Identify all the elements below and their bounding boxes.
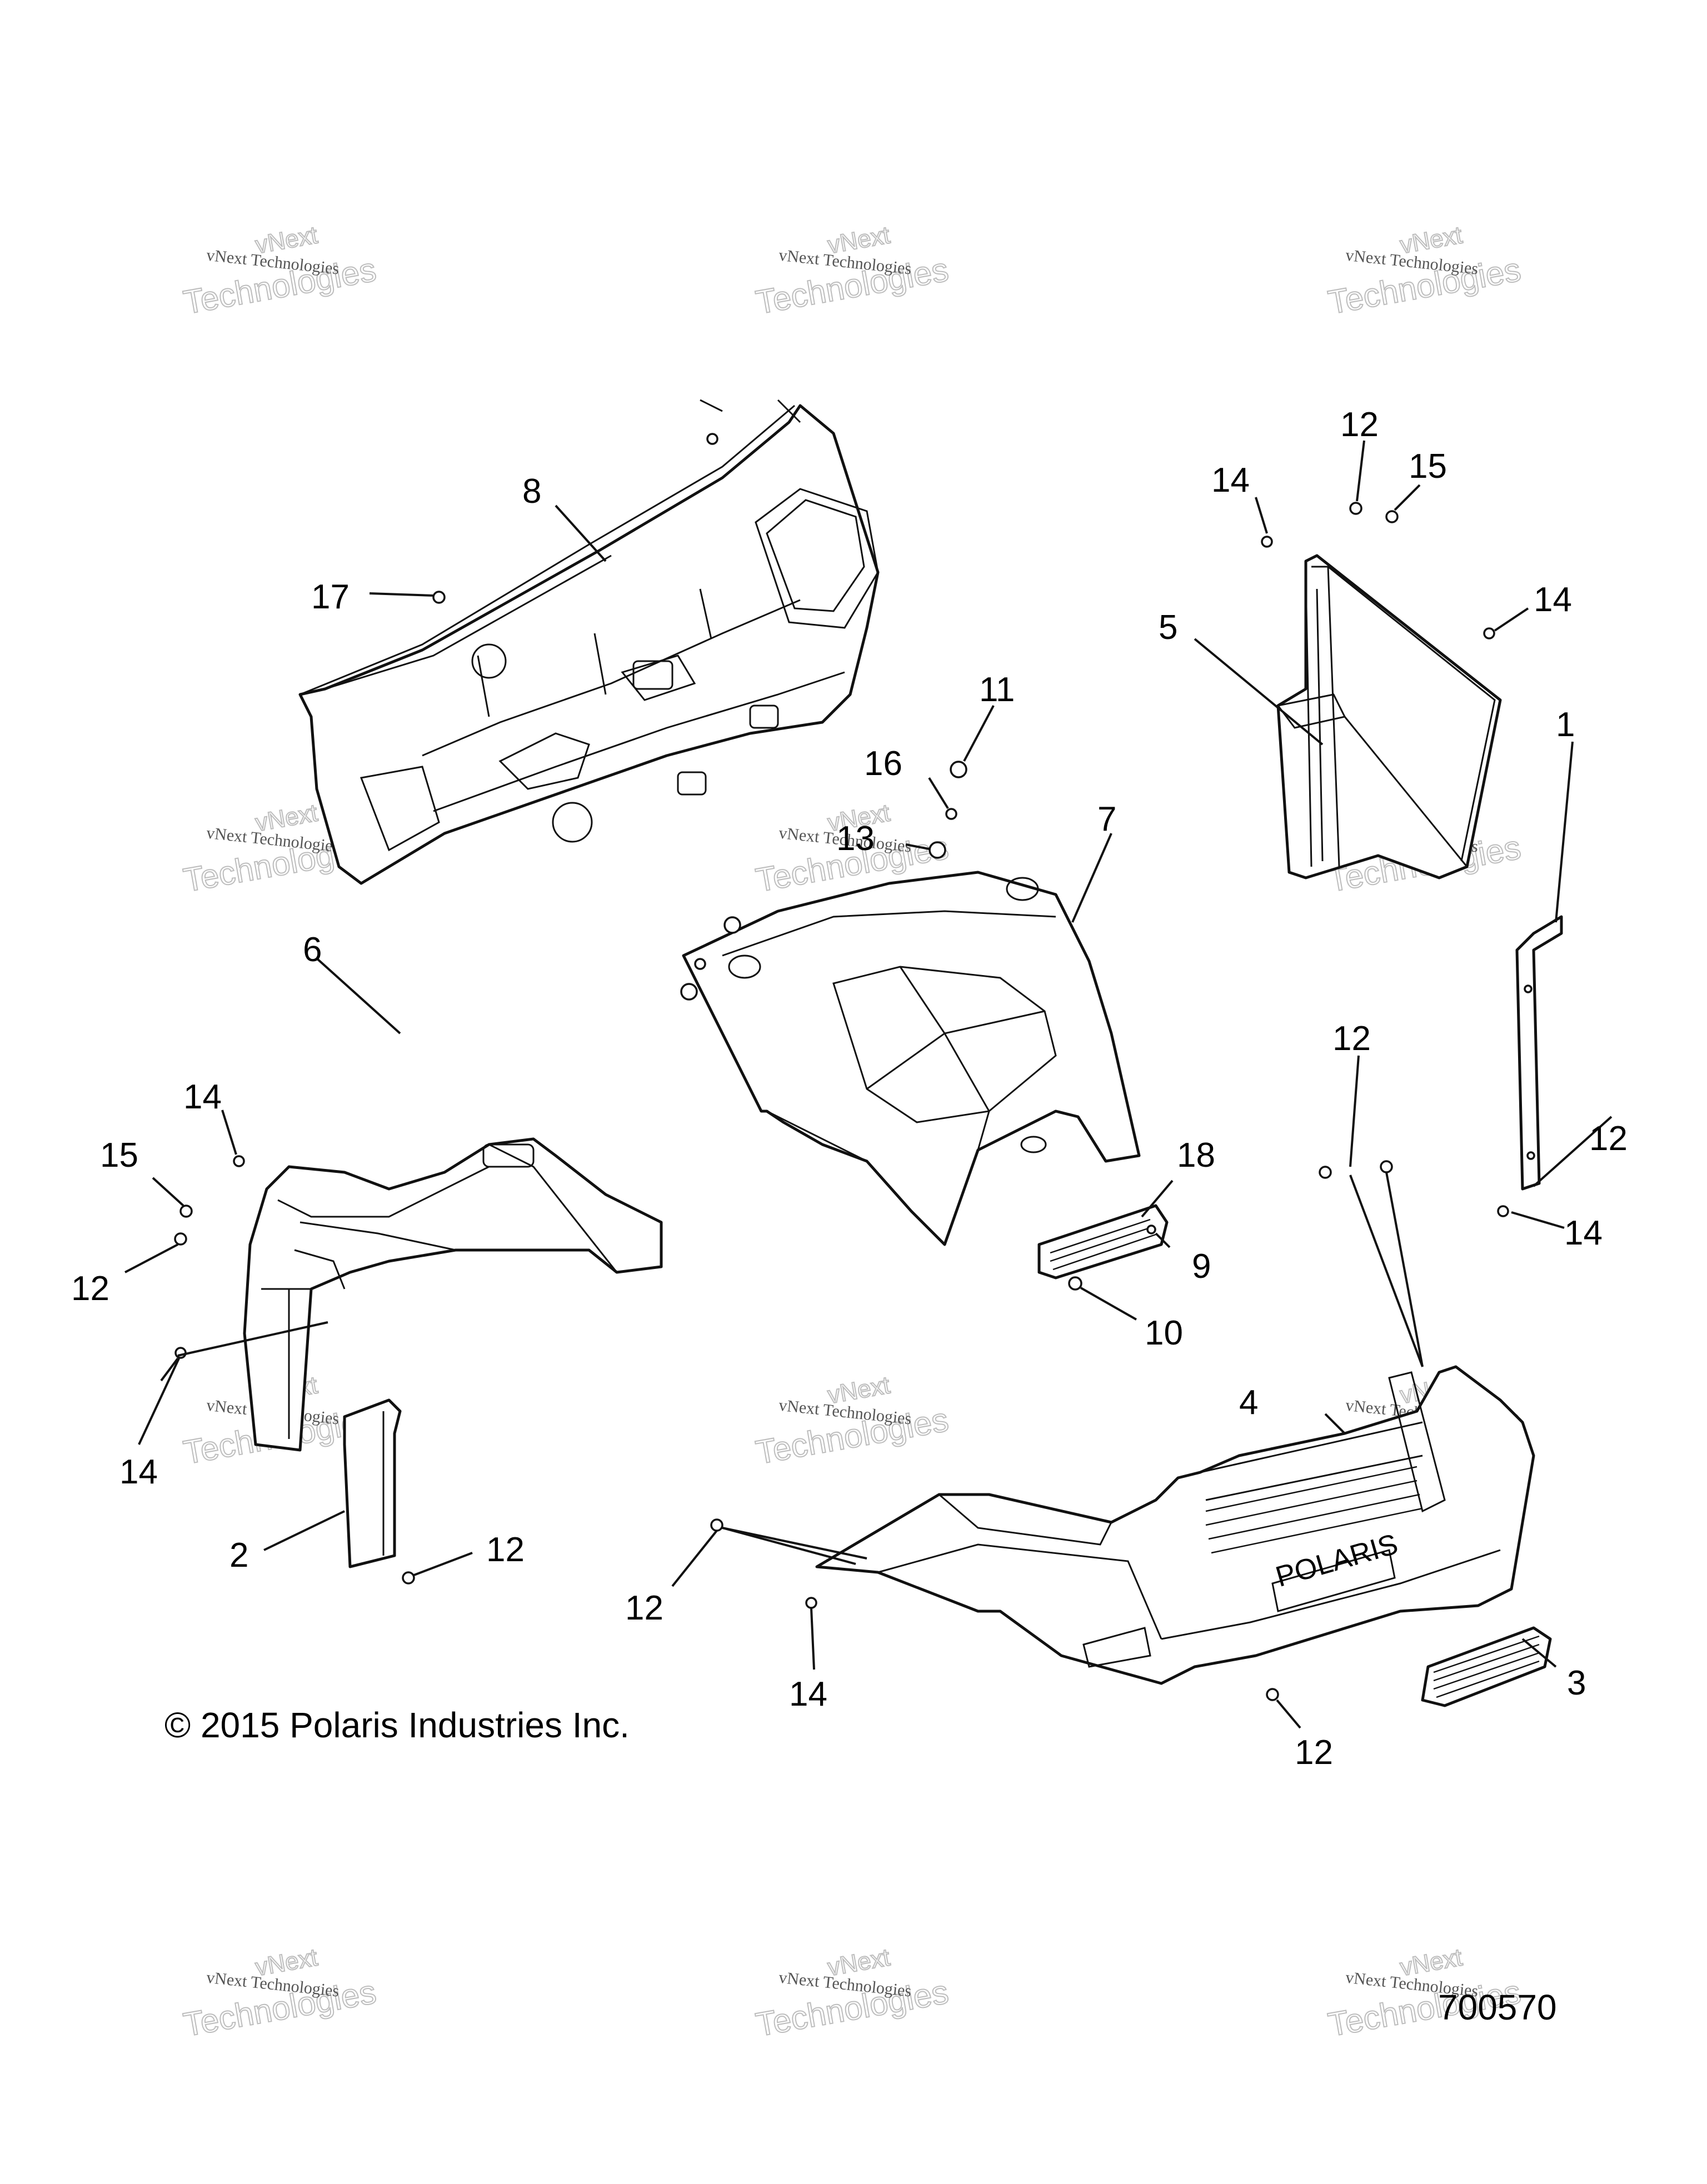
figure-number: 700570 bbox=[1438, 1987, 1557, 2027]
callout-12: 12 bbox=[486, 1531, 525, 1569]
part-7-hood bbox=[682, 871, 1141, 1246]
fastener-10 bbox=[1068, 1276, 1082, 1291]
callout-17: 17 bbox=[311, 578, 350, 616]
callout-12: 12 bbox=[1589, 1120, 1628, 1158]
fastener-14 bbox=[1261, 536, 1273, 548]
fastener-13 bbox=[929, 841, 946, 859]
fastener-16 bbox=[945, 808, 957, 820]
callout-12: 12 bbox=[1340, 406, 1379, 444]
callout-11: 11 bbox=[979, 671, 1015, 709]
fastener-17 bbox=[432, 591, 446, 604]
callout-14: 14 bbox=[183, 1078, 222, 1116]
callout-labels: 8 17 14 12 15 14 5 1 11 16 13 7 12 12 14… bbox=[71, 406, 1628, 1772]
callout-15: 15 bbox=[1409, 447, 1447, 486]
fastener-9 bbox=[1146, 1225, 1156, 1235]
copyright-notice: © 2015 Polaris Industries Inc. bbox=[164, 1705, 630, 1745]
callout-6: 6 bbox=[303, 931, 322, 969]
fastener-14 bbox=[1483, 627, 1495, 639]
callout-14: 14 bbox=[1564, 1214, 1603, 1252]
fastener-11 bbox=[723, 916, 741, 934]
fasteners bbox=[174, 433, 1509, 1701]
callout-4: 4 bbox=[1239, 1383, 1258, 1422]
callout-7: 7 bbox=[1097, 800, 1116, 838]
callout-12: 12 bbox=[1332, 1019, 1371, 1058]
callout-14: 14 bbox=[119, 1453, 158, 1491]
part-6-left-fender bbox=[243, 1137, 663, 1452]
callout-14: 14 bbox=[1534, 581, 1572, 619]
callout-8: 8 bbox=[522, 472, 541, 511]
callout-1: 1 bbox=[1556, 706, 1575, 744]
fastener-14 bbox=[805, 1597, 817, 1609]
callout-16: 16 bbox=[864, 744, 902, 783]
callout-18: 18 bbox=[1177, 1136, 1215, 1175]
fastener-12 bbox=[1349, 502, 1362, 515]
fastener-13 bbox=[680, 983, 698, 1001]
part-1-bracket bbox=[1515, 915, 1563, 1191]
callout-12: 12 bbox=[1295, 1733, 1333, 1772]
callout-3: 3 bbox=[1567, 1664, 1586, 1702]
fastener-12 bbox=[1266, 1688, 1279, 1701]
callout-14: 14 bbox=[1211, 461, 1250, 499]
callout-15: 15 bbox=[100, 1136, 138, 1175]
fastener-12 bbox=[1380, 1160, 1393, 1173]
fastener-16 bbox=[694, 958, 706, 970]
callout-5: 5 bbox=[1159, 608, 1177, 647]
fastener-11 bbox=[950, 761, 967, 778]
fastener-12 bbox=[710, 1518, 723, 1532]
callout-9: 9 bbox=[1192, 1247, 1211, 1286]
fastener-14 bbox=[1497, 1205, 1509, 1217]
part-8-dash-panel bbox=[298, 399, 880, 885]
part-3-lower-grille bbox=[1421, 1626, 1552, 1707]
fastener-12 bbox=[1319, 1166, 1332, 1179]
callout-10: 10 bbox=[1145, 1314, 1183, 1352]
callout-12: 12 bbox=[71, 1270, 109, 1308]
part-5-right-fender bbox=[1276, 554, 1502, 879]
callout-2: 2 bbox=[229, 1536, 248, 1575]
fastener-14 bbox=[233, 1155, 245, 1167]
part-2-bracket bbox=[343, 1398, 402, 1568]
callout-13: 13 bbox=[836, 819, 875, 858]
callout-14: 14 bbox=[789, 1675, 827, 1713]
callout-12: 12 bbox=[625, 1589, 663, 1627]
leader-lines bbox=[124, 440, 1613, 1729]
part-18-grille-insert bbox=[1037, 1204, 1169, 1280]
fastener-clip bbox=[706, 433, 718, 445]
fastener-14 bbox=[174, 1347, 187, 1359]
fastener-12 bbox=[402, 1571, 415, 1585]
fastener-15 bbox=[179, 1205, 193, 1218]
part-4-front-bumper: POLARIS bbox=[815, 1365, 1535, 1685]
fastener-12 bbox=[174, 1232, 187, 1246]
fastener-15 bbox=[1385, 510, 1399, 523]
